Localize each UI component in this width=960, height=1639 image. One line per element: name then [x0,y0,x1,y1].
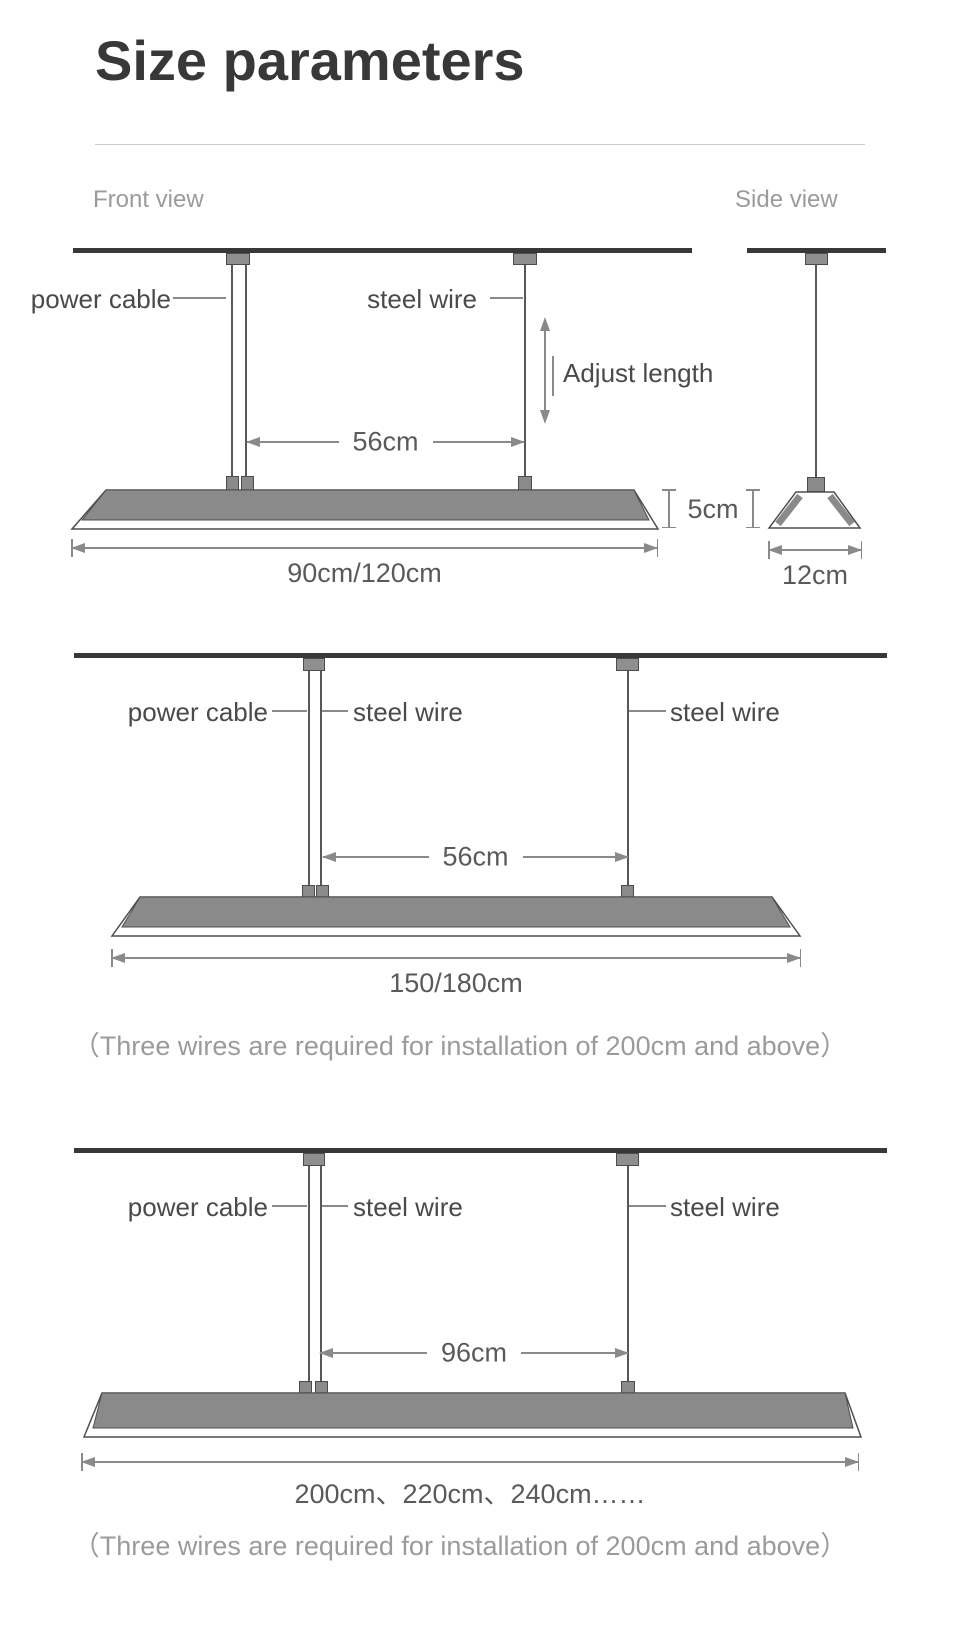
page-title: Size parameters [95,29,525,92]
arrowhead-right-icon [644,543,658,553]
steel-wire-leader [490,297,523,299]
ceiling-line-side [747,248,886,253]
power-cable-line-2 [245,265,247,476]
front-view-label: Front view [93,186,204,213]
steel-wire-line-2 [627,1166,629,1381]
steel-wire-line [320,671,322,885]
note-three-wires-3: （Three wires are required for installati… [72,1531,848,1561]
dim-5cm-tick-right [746,489,760,528]
dim-width-front-text: 90cm/120cm [287,558,442,588]
dim-width-3: 200cm、220cm、240cm…… [81,1453,859,1509]
adjust-length-label: Adjust length [563,358,714,388]
ceiling-line-2 [74,653,887,658]
steel-wire-leader-3a [322,1205,348,1207]
arrowhead-right-icon [615,1348,629,1358]
steel-wire-label-3b: steel wire [670,1192,780,1222]
dim-56cm-2-text: 56cm [428,841,523,873]
ceiling-mount-steel [513,253,537,265]
power-cable-line [308,671,310,885]
ceiling-line-front [73,248,692,253]
side-wire-line [815,265,817,477]
ceiling-mount-power-2 [303,658,325,671]
lamp-200-240 [82,1392,863,1438]
lamp-side-shade [767,491,862,529]
power-cable-leader-2 [272,710,307,712]
arrowhead-right-icon [787,953,801,963]
arrowhead-right-icon [845,1457,859,1467]
dim-12cm-text: 12cm [781,560,849,590]
steel-wire-leader-3b [629,1205,666,1207]
power-cable-label-3: power cable [127,1192,268,1222]
power-cable-line [231,265,233,476]
ceiling-mount-power [226,253,250,265]
side-view-label: Side view [735,186,838,213]
steel-wire-line-2 [627,671,629,885]
steel-wire-label-2a: steel wire [353,697,463,727]
adjust-length-bar [552,356,554,396]
power-cable-leader-3 [272,1205,307,1207]
divider-line [95,144,865,145]
dim-56cm-2: 56cm [322,841,629,873]
power-cable-line [308,1166,310,1381]
dim-56cm-front: 56cm [246,426,525,458]
lamp-150-180 [110,896,802,937]
steel-wire-line [524,265,526,476]
dim-5cm-tick-left [662,489,676,528]
dim-96cm: 96cm [319,1337,629,1369]
dim-width-2-text: 150/180cm [389,968,523,998]
ceiling-mount-power-3 [303,1153,325,1166]
power-cable-label: power cable [30,284,171,314]
ceiling-mount-side [805,253,828,265]
dim-56cm-text: 56cm [338,426,433,458]
power-cable-label-2: power cable [127,697,268,727]
lamp-front-90-120 [70,489,660,530]
arrowhead-down-icon [540,410,550,424]
dim-width-2: 150/180cm [111,949,801,998]
dim-5cm-text: 5cm [687,494,739,524]
adjust-length-arrow [539,317,551,424]
ceiling-line-3 [74,1148,887,1153]
steel-wire-label: steel wire [367,284,477,314]
dim-96cm-text: 96cm [426,1337,522,1369]
dim-12cm: 12cm [768,541,862,590]
ceiling-mount-steel-2 [616,658,639,671]
arrowhead-right-icon [615,852,629,862]
power-cable-leader [173,297,226,299]
arrowhead-right-icon [848,545,862,555]
ceiling-mount-steel-3 [616,1153,639,1166]
dim-width-3-text: 200cm、220cm、240cm…… [294,1479,646,1509]
steel-wire-label-2b: steel wire [670,697,780,727]
steel-wire-leader-2a [322,710,348,712]
note-three-wires-2: （Three wires are required for installati… [72,1031,848,1061]
arrowhead-right-icon [511,437,525,447]
steel-wire-leader-2b [629,710,666,712]
dim-width-front: 90cm/120cm [71,539,658,588]
steel-wire-line [320,1166,322,1381]
steel-wire-label-3a: steel wire [353,1192,463,1222]
